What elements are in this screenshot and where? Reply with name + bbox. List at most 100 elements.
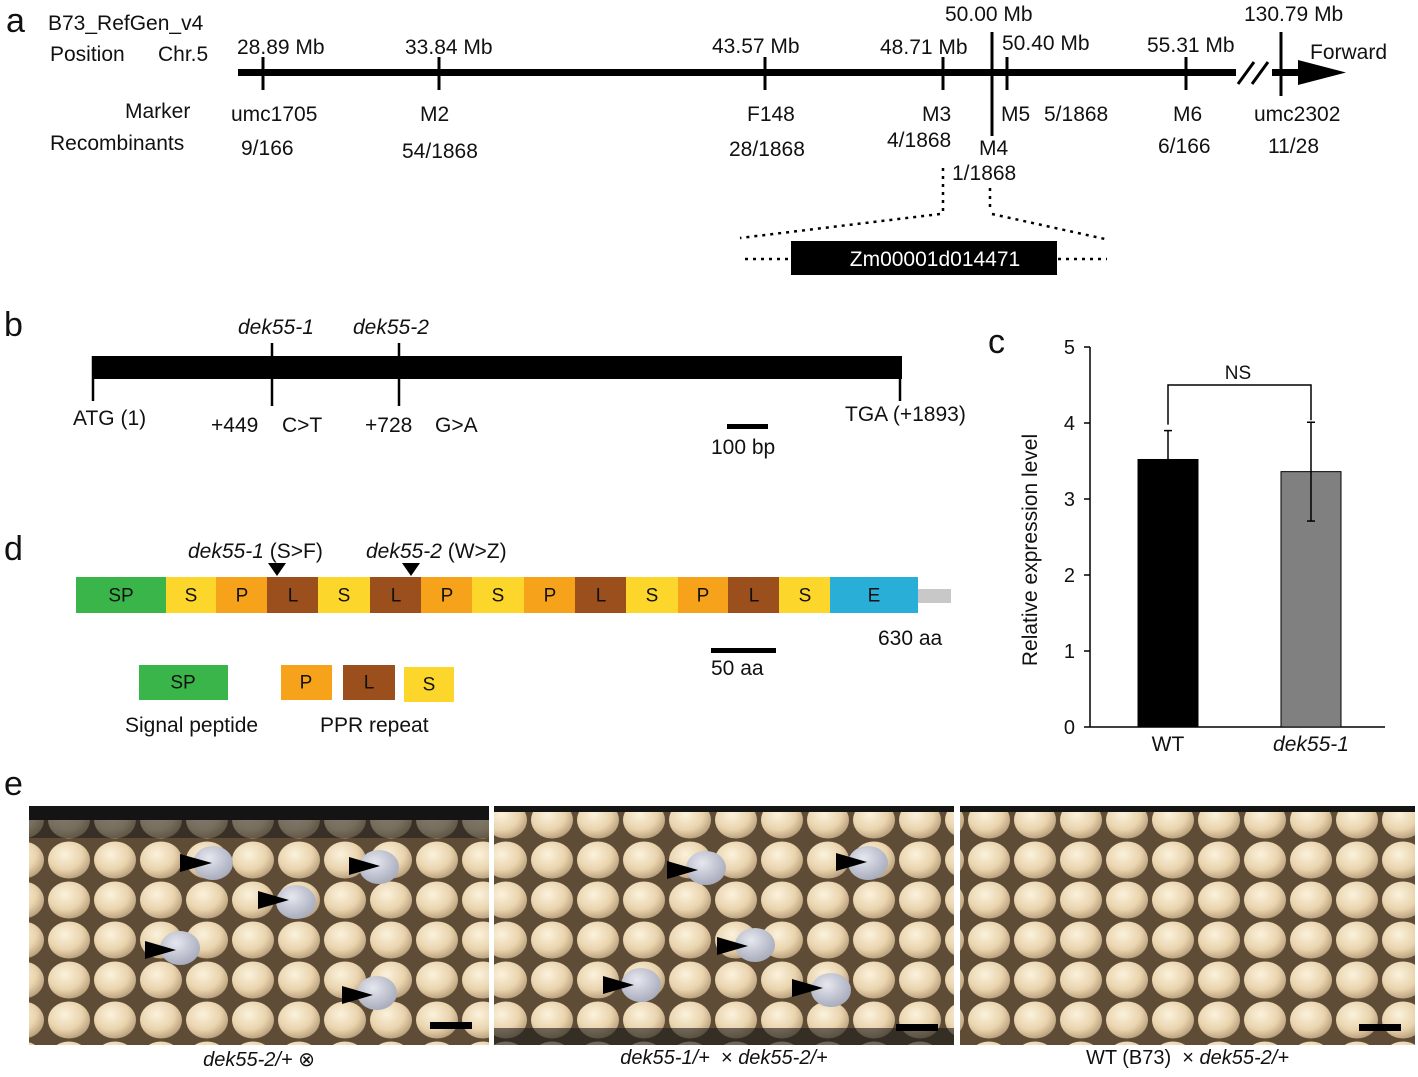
zoom-line-right-diagonal [991,212,1106,241]
domain-label: S [185,586,198,607]
recombinants-label: Recombinants [50,132,184,155]
y-tick-label: 5 [1064,337,1075,359]
domain-s [626,577,678,613]
domain-label: L [749,586,760,607]
domain-s [779,577,830,613]
protein-length: 630 aa [878,627,943,650]
arrowhead-marker [145,941,176,959]
domain-sp [76,577,166,613]
marker-umc1705: umc1705 [231,103,317,126]
domain-label: SP [108,586,133,607]
allele-dek55-2: dek55-2 [353,316,429,339]
mutation-position-2: +728 [365,414,412,437]
legend-signal-peptide: Signal peptide [125,714,258,737]
domain-s [472,577,524,613]
panel-label-d: d [4,530,23,568]
legend-sp-label: SP [170,673,195,694]
domain-p [678,577,728,613]
stop-codon-label: TGA (+1893) [845,403,966,426]
x-tick-label: dek55-1 [1273,733,1349,756]
significance-bracket [1167,384,1312,425]
position-umc1705: 28.89 Mb [237,36,325,59]
y-tick-label: 1 [1064,641,1075,663]
defective-kernel [193,846,233,880]
marker-umc2302: umc2302 [1254,103,1340,126]
arrowhead-marker [258,891,289,909]
domain-label: S [646,586,659,607]
recombinants-m2: 54/1868 [402,140,478,163]
defective-kernel [357,976,397,1010]
defective-kernel [686,851,726,885]
defective-kernel [621,968,661,1002]
defective-kernel [735,928,775,962]
marker-f148: F148 [747,103,795,126]
legend-s-box [404,667,454,702]
recombinants-f148: 28/1868 [729,138,805,161]
caption-photo-1: dek55-2/+ ⊗ [203,1049,315,1071]
direction-label: Forward [1310,41,1387,64]
position-m5: 50.40 Mb [1002,32,1090,55]
marker-m5: M5 [1001,103,1030,126]
legend-p-box [281,665,332,700]
domain-label: P [236,586,249,607]
arrowhead-marker [836,853,867,871]
legend-s-label: S [423,675,436,696]
domain-p [421,577,472,613]
position-f148: 43.57 Mb [712,35,800,58]
domain-l [370,577,421,613]
y-tick-label: 0 [1064,717,1075,739]
ear-photo-1 [29,806,489,1045]
domain-label: S [338,586,351,607]
domain-label: L [288,586,299,607]
position-m6: 55.31 Mb [1147,34,1235,57]
arrowhead-marker [342,986,373,1004]
allele-dek55-1: dek55-1 [238,316,314,339]
position-m4: 50.00 Mb [945,3,1033,26]
ear-kernels [494,812,954,1045]
domain-label: P [697,586,710,607]
legend-l-box [343,665,395,700]
position-label: Position [50,43,125,66]
chromosome-label: Chr.5 [158,43,208,66]
defective-kernel [848,846,888,880]
domain-p [524,577,575,613]
recombinants-m6: 6/166 [1158,135,1211,158]
mutation-marker-1 [268,563,286,576]
scale-bar-aa-label: 50 aa [711,657,764,680]
domain-label: L [596,586,607,607]
domain-s [166,577,216,613]
panel-e: e [4,765,1415,1045]
ear-photo-2 [494,806,954,1045]
protein-mutation-2: dek55-2 (W>Z) [366,540,507,563]
arrowhead-marker [349,857,380,875]
arrowhead-marker [180,854,212,872]
marker-m4: M4 [979,137,1008,160]
domain-label: S [799,586,812,607]
panel-b: b dek55-1 dek55-2 ATG (1) +449 C>T +728 … [4,306,966,459]
chromosome-bar [238,69,1300,76]
scale-bar-bp-label: 100 bp [711,436,775,459]
position-umc2302: 130.79 Mb [1244,3,1343,26]
legend-ppr-repeat: PPR repeat [320,714,429,737]
y-tick-label: 3 [1064,489,1075,511]
gene-structure-bar [92,356,902,379]
mutation-marker-2 [402,563,420,576]
caption-photo-2: dek55-1/+ × dek55-2/+ [620,1047,828,1069]
recombinants-m4: 1/1868 [952,162,1016,185]
ear-kernels [960,812,1415,1045]
panel-label-c: c [988,323,1005,361]
mutation-position-1: +449 [211,414,258,437]
scale-bar-aa [711,648,776,653]
marker-label: Marker [125,100,190,123]
domain-l [267,577,318,613]
panel-a: a B73_RefGen_v4 Position Chr.5 Marker Re… [6,2,1387,275]
defective-kernel [276,885,316,919]
photo-scale-bar [1359,1024,1401,1031]
axis-break-mark-2 [1250,61,1270,85]
caption-photo-3: WT (B73) × dek55-2/+ [1085,1047,1290,1069]
recombinants-umc2302: 11/28 [1268,135,1319,158]
domain-l [575,577,626,613]
reference-genome: B73_RefGen_v4 [48,12,204,35]
